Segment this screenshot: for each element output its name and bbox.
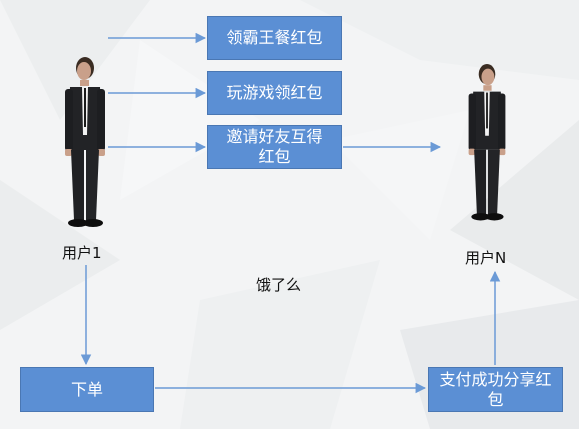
play-game-box: 玩游戏领红包 — [207, 71, 342, 115]
king-meal-box: 领霸王餐红包 — [207, 16, 342, 60]
center-label: 饿了么 — [256, 276, 302, 294]
invite-friends-box: 邀请好友互得红包 — [207, 125, 342, 169]
pay-share-box: 支付成功分享红包 — [428, 367, 563, 412]
businessman-figure-icon — [468, 64, 506, 221]
userN-label: 用户N — [465, 249, 507, 267]
user1-label: 用户1 — [62, 244, 102, 262]
order-box: 下单 — [20, 367, 154, 412]
businessman-figure-icon — [65, 57, 105, 227]
